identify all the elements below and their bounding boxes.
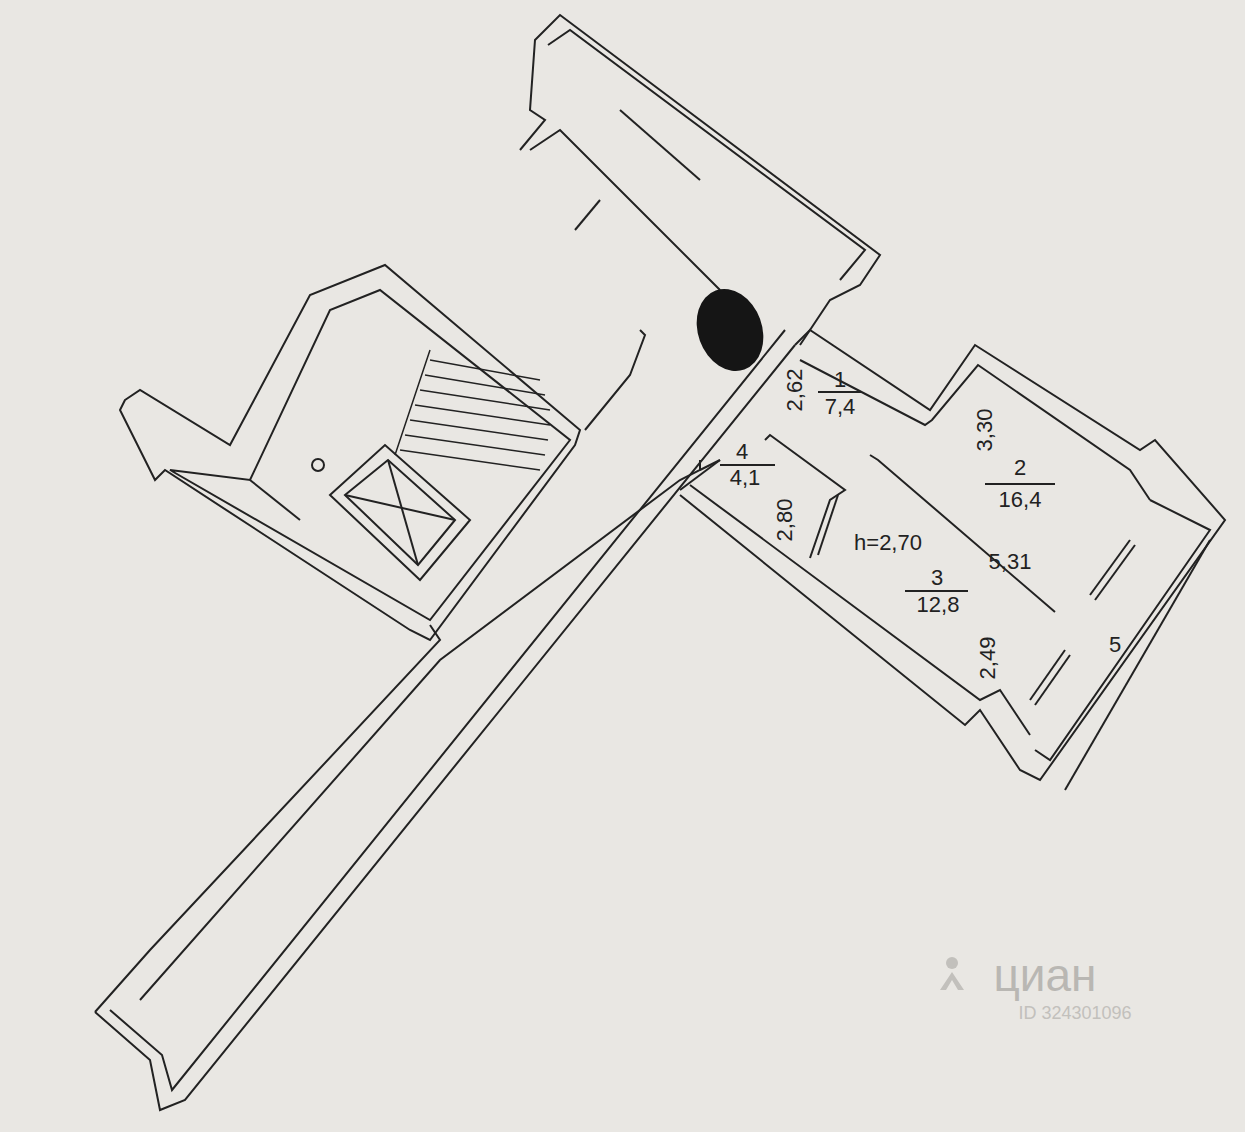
room-area: 12,8	[917, 594, 960, 616]
room-number: 2	[1014, 457, 1026, 479]
ceiling-height: h=2,70	[854, 532, 922, 554]
dimension: 5,31	[989, 551, 1032, 573]
room-area: 16,4	[999, 489, 1042, 511]
dimension: 3,30	[974, 409, 996, 452]
dimension: 2,62	[784, 369, 806, 412]
dimension: 2,49	[977, 637, 999, 680]
room-area: 7,4	[825, 396, 856, 418]
room-number: 3	[931, 567, 943, 589]
room-number: 5	[1109, 634, 1121, 656]
watermark: циан	[993, 952, 1096, 998]
room-number: 1	[834, 369, 846, 391]
dimension: 2,80	[774, 499, 796, 542]
watermark: ID 324301096	[1018, 1004, 1131, 1022]
room-number: 4	[736, 441, 748, 463]
room-area: 4,1	[730, 467, 761, 489]
